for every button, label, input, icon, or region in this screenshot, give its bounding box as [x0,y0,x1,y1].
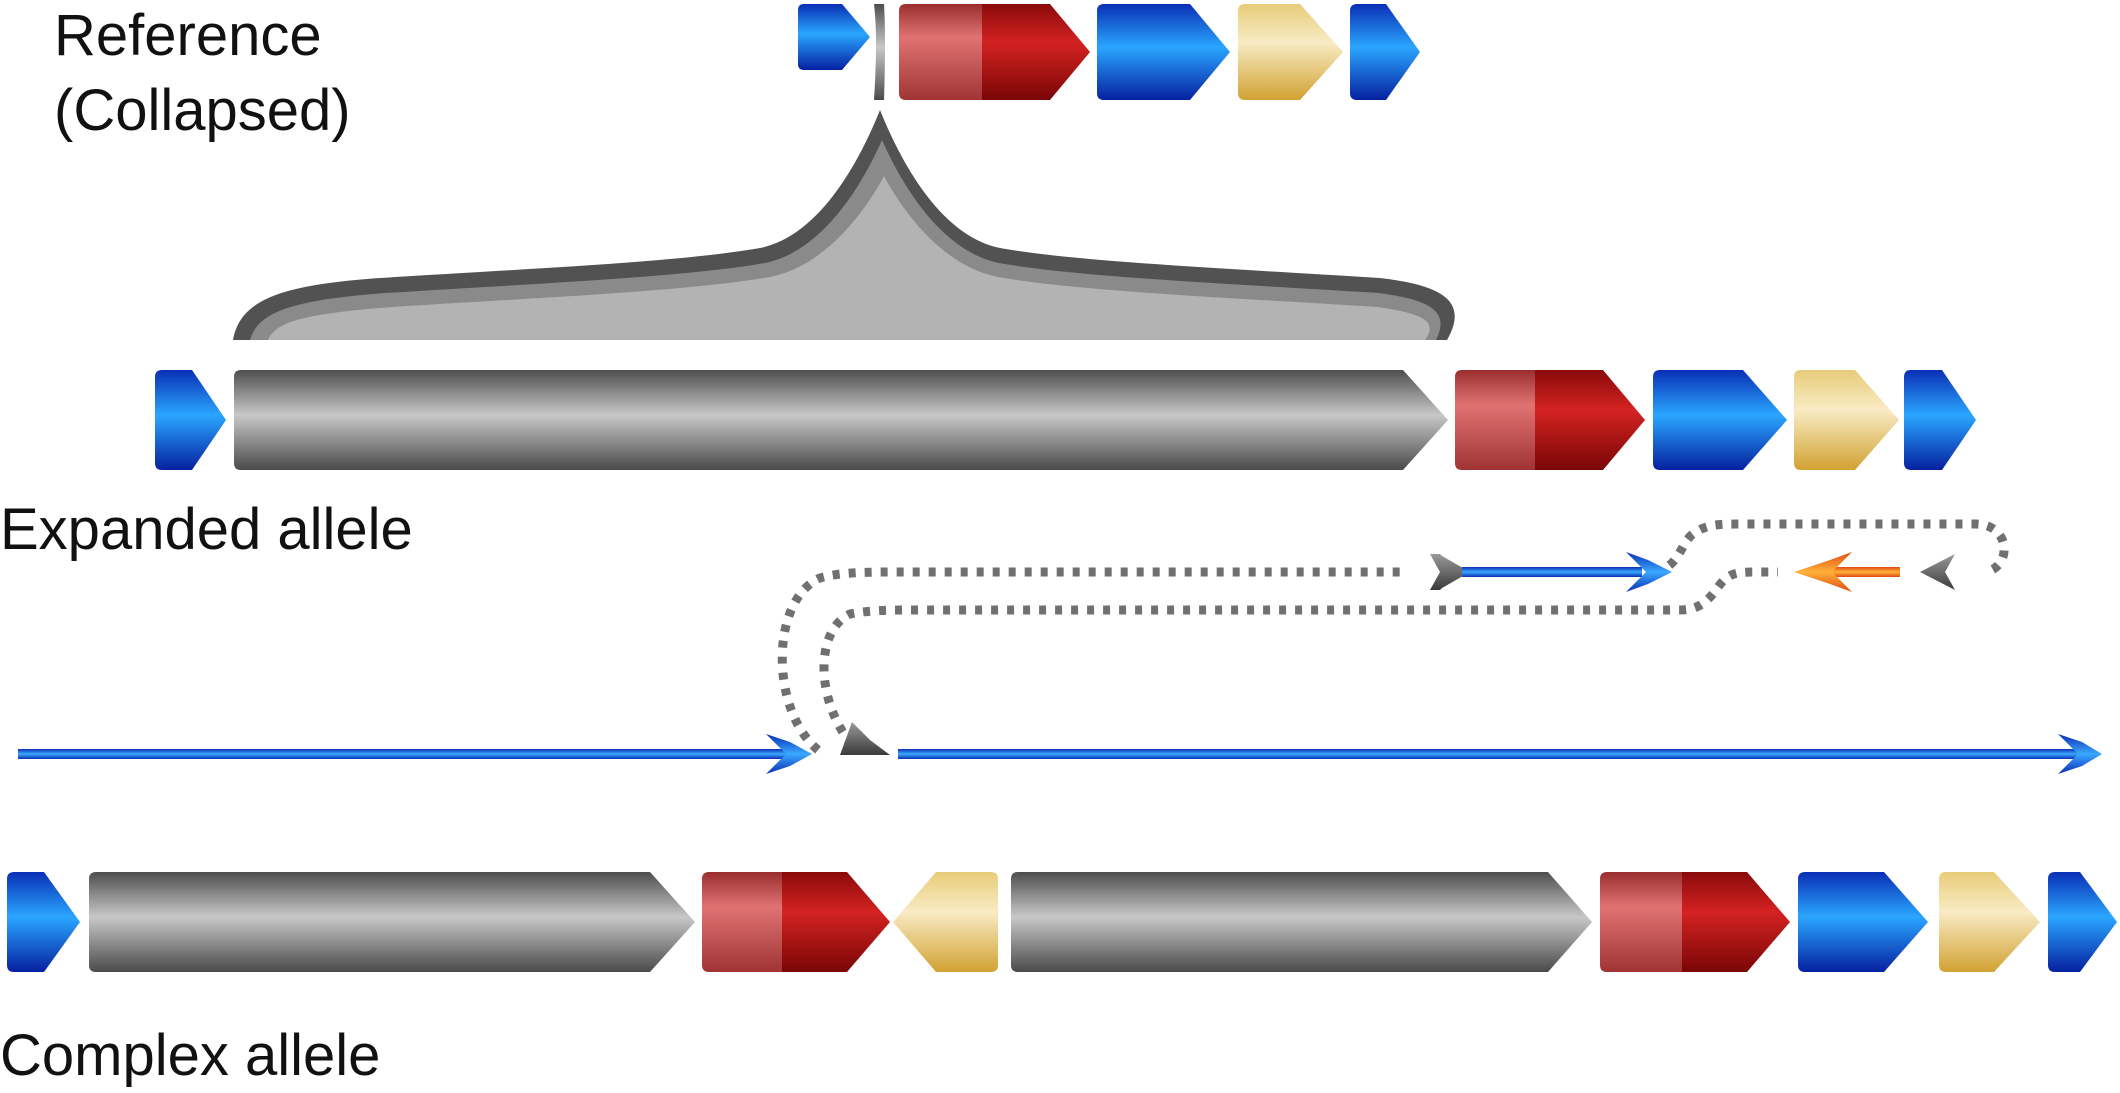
expanded-blue-segment [155,370,226,470]
complex-tan-reverse-segment [893,872,998,972]
short-blue-arrow [1462,552,1672,592]
reference-blue-segment-3 [1350,4,1420,100]
complex-gray-segment-2 [1011,872,1592,972]
complex-allele-label: Complex allele [0,1023,381,1088]
expansion-bracket [233,110,1455,340]
reference-subtitle: (Collapsed) [54,78,351,144]
expanded-allele-label: Expanded allele [0,497,413,562]
long-blue-arrow-right [898,734,2102,774]
complex-gray-segment [89,872,695,972]
reference-blue-segment [798,4,870,70]
expanded-blue-segment-2 [1653,370,1787,470]
reference-title: Reference [54,3,322,68]
expanded-gray-segment [234,370,1448,470]
long-blue-arrow-left [18,734,812,774]
complex-blue-segment [7,872,80,972]
expanded-blue-segment-3 [1904,370,1976,470]
reference-red-segment [899,4,1090,100]
path-arrowhead-2 [1920,554,1955,590]
orange-reverse-arrow [1794,552,1900,592]
expanded-red-segment [1455,370,1645,470]
expanded-track [155,370,1976,470]
expanded-tan-segment [1794,370,1899,470]
path-arrowhead-1 [1430,554,1470,590]
complex-track [7,872,2117,972]
complex-blue-segment-2 [1798,872,1928,972]
reference-blue-segment-2 [1097,4,1230,100]
reference-gray-sliver [874,4,885,100]
replication-path-dotted [777,519,2009,754]
reference-tan-segment [1238,4,1343,100]
path-arrowhead-3 [840,722,890,755]
reference-label: Reference (Collapsed) [54,0,351,149]
complex-red-segment [702,872,890,972]
reference-track [798,4,1420,100]
complex-red-segment-2 [1600,872,1790,972]
complex-tan-segment [1939,872,2040,972]
complex-blue-segment-3 [2048,872,2117,972]
